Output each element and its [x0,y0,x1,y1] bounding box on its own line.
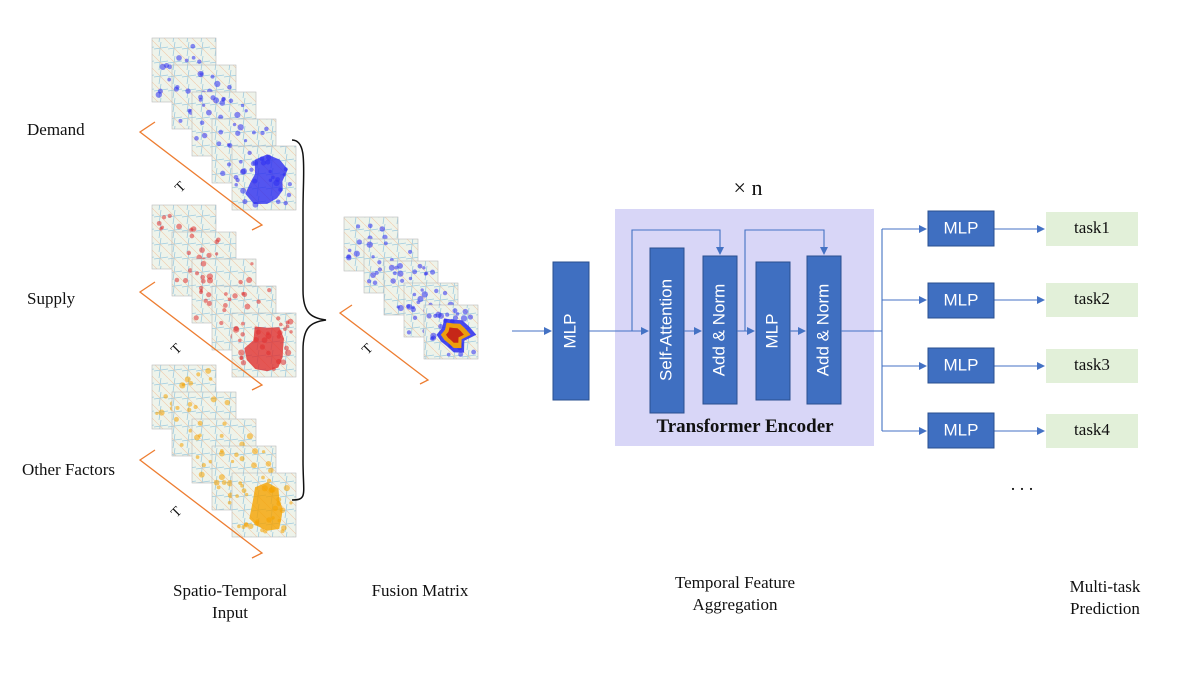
encoder-repeat-label: × n [734,175,763,200]
task-box-3 [1046,349,1138,383]
self-attention-block [649,247,685,414]
task-label-1: task1 [1074,218,1110,237]
head-mlp-3 [927,347,995,384]
self-attention-label: Self-Attention [656,279,675,381]
head-mlp-label-1: MLP [944,218,979,237]
fusion-matrix-caption: Fusion Matrix [371,581,469,600]
encoder-mlp-label: MLP [762,314,781,349]
spatio-temporal-caption-line2: Input [212,603,248,622]
add-norm-label-1: Add & Norm [709,284,728,377]
temporal-caption-line2: Aggregation [692,595,778,614]
map-frame [231,312,297,378]
temporal-caption-line1: Temporal Feature [674,573,796,592]
task-box-4 [1046,414,1138,448]
head-mlp-label-4: MLP [944,420,979,439]
head-mlp-label-2: MLP [944,290,979,309]
demand-map-stack [151,37,297,211]
task-label-2: task2 [1074,289,1110,308]
ellipsis: . . . [1011,474,1034,494]
supply-time-bracket [138,281,264,391]
head-mlp-label-3: MLP [944,355,979,374]
head-mlp-2 [927,282,995,319]
multitask-caption-line2: Prediction [1070,599,1140,618]
multitask-caption-line1: Multi-task [1069,577,1141,596]
head-mlp-1 [927,210,995,247]
add-norm-label-2: Add & Norm [813,284,832,377]
task-box-1 [1046,212,1138,246]
task-label-4: task4 [1074,420,1110,439]
spatio-temporal-caption-line1: Spatio-Temporal [172,581,287,600]
demand-time-bracket [138,121,264,231]
encoder-mlp-block [755,261,791,401]
task-box-2 [1046,283,1138,317]
head-mlp-4 [927,412,995,449]
fusion-curly-brace [291,139,327,501]
spatio-temporal-caption: Spatio-Temporal Input [140,580,320,624]
supply-label: Supply [27,289,76,308]
supply-map-stack [151,204,297,378]
fusion-time-bracket [338,304,430,385]
task-label-3: task3 [1074,355,1110,374]
input-mlp-block [552,261,590,401]
fusion-map-stack [343,216,479,360]
other-factors-map-stack [151,364,297,538]
temporal-aggregation-caption: Temporal Feature Aggregation [630,572,840,616]
map-frame [231,472,297,538]
input-mlp-label: MLP [560,314,579,349]
demand-label: Demand [27,120,85,139]
other-factors-label: Other Factors [22,460,116,479]
add-norm-block-2 [806,255,842,405]
map-frame [231,145,297,211]
multitask-caption: Multi-task Prediction [1040,576,1170,620]
connection-lines [512,225,1045,435]
other-time-bracket [138,449,264,559]
add-norm-block-1 [702,255,738,405]
encoder-title: Transformer Encoder [656,416,834,437]
map-frame [423,304,479,360]
